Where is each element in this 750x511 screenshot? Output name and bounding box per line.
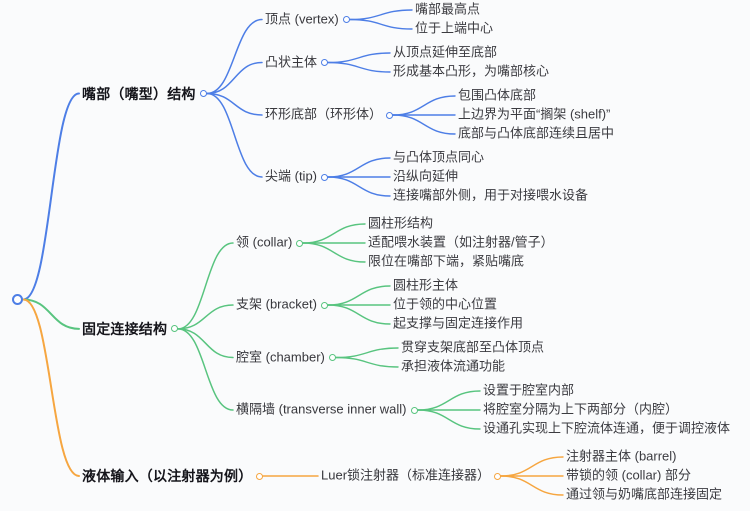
leaf-topic[interactable]: 注射器主体 (barrel) bbox=[566, 448, 677, 464]
leaf-topic[interactable]: 带锁的领 (collar) 部分 bbox=[566, 467, 691, 483]
edge bbox=[500, 475, 564, 496]
node-toggle-dot[interactable] bbox=[329, 354, 336, 361]
edge bbox=[392, 95, 456, 116]
leaf-topic[interactable]: 圆柱形结构 bbox=[368, 215, 434, 231]
subtopic[interactable]: Luer锁注射器（标准连接器） bbox=[321, 467, 491, 483]
edge bbox=[177, 304, 234, 330]
edge bbox=[417, 409, 481, 430]
edge bbox=[177, 242, 234, 330]
node-toggle-dot[interactable] bbox=[494, 472, 501, 480]
edge bbox=[177, 328, 234, 359]
subtopic[interactable]: 横隔墙 (transverse inner wall) bbox=[236, 401, 407, 417]
leaf-topic[interactable]: 位于领的中心位置 bbox=[393, 296, 498, 312]
branch-topic[interactable]: 液体输入（以注射器为例） bbox=[82, 467, 253, 484]
edge bbox=[327, 157, 391, 178]
node-toggle-dot[interactable] bbox=[296, 239, 303, 247]
branch-topic[interactable]: 嘴部（嘴型）结构 bbox=[82, 85, 196, 102]
edge bbox=[206, 61, 263, 95]
leaf-topic[interactable]: 与凸体顶点同心 bbox=[393, 149, 485, 165]
edge bbox=[327, 285, 391, 306]
subtopic[interactable]: 领 (collar) bbox=[236, 234, 293, 250]
edge bbox=[22, 92, 80, 301]
edge bbox=[327, 61, 391, 73]
leaf-topic[interactable]: 设通孔实现上下腔流体连通，便于调控液体 bbox=[483, 420, 731, 436]
leaf-topic[interactable]: 底部与凸体底部连续且居中 bbox=[458, 125, 615, 141]
edge bbox=[327, 52, 391, 64]
leaf-topic[interactable]: 贯穿支架底部至凸体顶点 bbox=[401, 339, 545, 355]
edge bbox=[327, 304, 391, 325]
subtopic[interactable]: 尖端 (tip) bbox=[265, 168, 318, 184]
edge bbox=[206, 92, 263, 116]
leaf-topic[interactable]: 圆柱形主体 bbox=[393, 277, 459, 293]
leaf-topic[interactable]: 位于上端中心 bbox=[415, 20, 494, 36]
subtopic[interactable]: 凸状主体 bbox=[265, 54, 318, 70]
edge bbox=[500, 456, 564, 477]
edge bbox=[349, 18, 413, 30]
leaf-topic[interactable]: 嘴部最高点 bbox=[415, 1, 481, 17]
node-toggle-dot[interactable] bbox=[321, 301, 328, 309]
leaf-topic[interactable]: 从顶点延伸至底部 bbox=[393, 44, 498, 60]
node-toggle-dot[interactable] bbox=[386, 111, 393, 119]
leaf-topic[interactable]: 包围凸体底部 bbox=[458, 87, 537, 103]
subtopic[interactable]: 环形底部（环形体） bbox=[265, 106, 383, 122]
edge bbox=[335, 347, 399, 359]
edge bbox=[22, 298, 80, 330]
edge bbox=[392, 114, 456, 135]
leaf-topic[interactable]: 适配喂水装置（如注射器/管子） bbox=[368, 234, 554, 250]
node-toggle-dot[interactable] bbox=[200, 90, 207, 97]
root-node-dot[interactable] bbox=[11, 293, 23, 305]
node-toggle-dot[interactable] bbox=[321, 173, 328, 181]
edge bbox=[302, 223, 366, 244]
node-toggle-dot[interactable] bbox=[411, 406, 418, 414]
subtopic[interactable]: 支架 (bracket) bbox=[236, 296, 317, 312]
leaf-topic[interactable]: 承担液体流通功能 bbox=[401, 358, 506, 374]
edge bbox=[335, 356, 399, 368]
edge bbox=[327, 176, 391, 197]
edge bbox=[206, 92, 263, 178]
leaf-topic[interactable]: 连接嘴部外侧，用于对接喂水设备 bbox=[393, 187, 589, 203]
leaf-topic[interactable]: 通过领与奶嘴底部连接固定 bbox=[566, 486, 723, 502]
node-toggle-dot[interactable] bbox=[171, 325, 178, 333]
leaf-topic[interactable]: 沿纵向延伸 bbox=[393, 168, 459, 184]
edge bbox=[302, 242, 366, 263]
edge bbox=[417, 390, 481, 411]
node-toggle-dot[interactable] bbox=[321, 59, 328, 66]
edge bbox=[177, 328, 234, 411]
leaf-topic[interactable]: 限位在嘴部下端，紧贴嘴底 bbox=[368, 253, 525, 269]
subtopic[interactable]: 腔室 (chamber) bbox=[236, 349, 325, 365]
edge bbox=[349, 9, 413, 21]
leaf-topic[interactable]: 将腔室分隔为上下两部分（内腔） bbox=[483, 401, 679, 417]
leaf-topic[interactable]: 形成基本凸形，为嘴部核心 bbox=[393, 63, 550, 79]
edge bbox=[22, 298, 80, 477]
leaf-topic[interactable]: 起支撑与固定连接作用 bbox=[393, 315, 524, 331]
subtopic[interactable]: 顶点 (vertex) bbox=[265, 11, 339, 27]
node-toggle-dot[interactable] bbox=[256, 472, 263, 480]
edge bbox=[206, 18, 263, 95]
leaf-topic[interactable]: 上边界为平面“搁架 (shelf)” bbox=[458, 106, 611, 122]
node-toggle-dot[interactable] bbox=[343, 16, 350, 23]
leaf-topic[interactable]: 设置于腔室内部 bbox=[483, 382, 575, 398]
branch-topic[interactable]: 固定连接结构 bbox=[82, 320, 168, 337]
